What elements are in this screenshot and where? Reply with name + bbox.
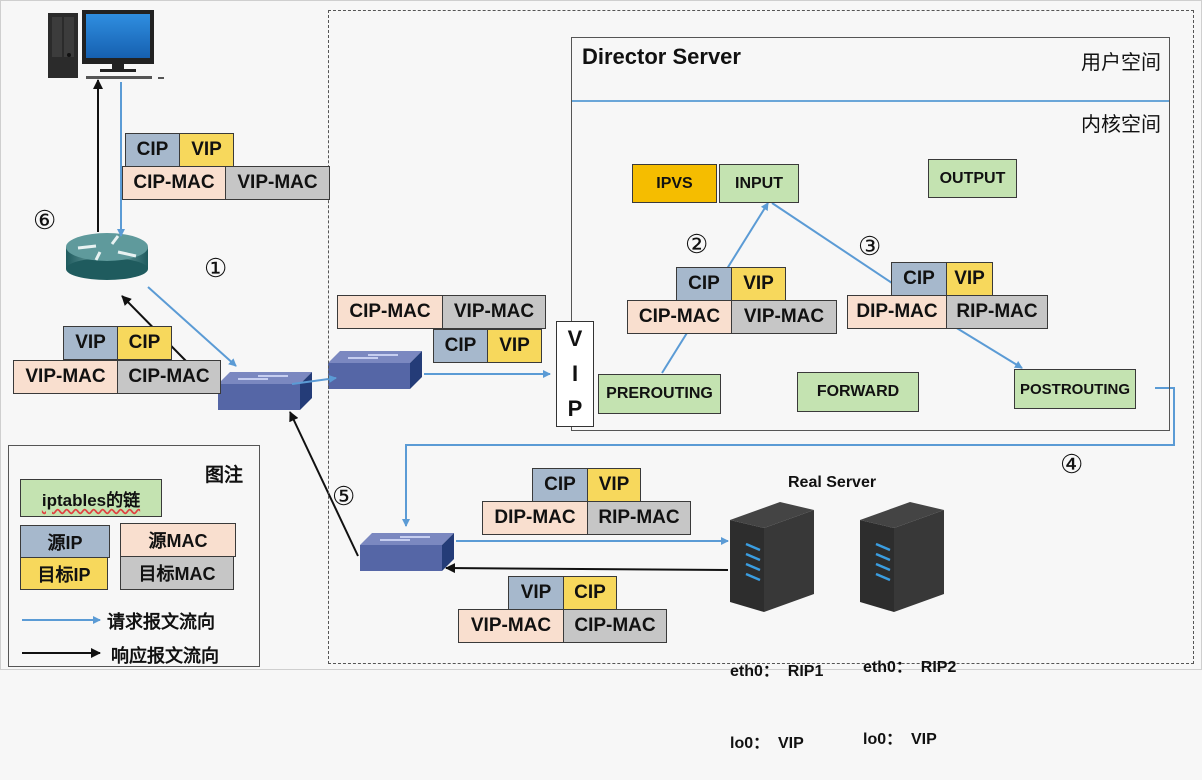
packet-dst-ip: VIP	[587, 468, 641, 502]
real-server-2-info: eth0： RIP2 lo0： VIP	[863, 608, 956, 776]
real-server-title: Real Server	[788, 474, 877, 491]
legend-response-label: 响应报文流向	[111, 646, 219, 667]
lvs-cluster-boundary	[328, 10, 1194, 664]
legend-dst-ip: 目标IP	[20, 557, 108, 590]
packet-dst-mac: CIP-MAC	[117, 360, 221, 394]
real-server-2-lo0: lo0： VIP	[863, 731, 937, 748]
vip-interface: V I P	[556, 321, 594, 427]
real-server-1-lo0: lo0： VIP	[730, 735, 804, 752]
packet-dst-ip: VIP	[487, 329, 542, 363]
packet-src-ip: CIP	[433, 329, 488, 363]
legend-title: 图注	[204, 464, 243, 486]
legend-dst-mac: 目标MAC	[120, 556, 234, 590]
packet-dst-mac: VIP-MAC	[225, 166, 330, 200]
step-1-marker: ①	[204, 254, 228, 284]
vip-letter: V	[567, 326, 583, 352]
legend-chain-label: iptables的链	[41, 490, 141, 510]
packet-dst-mac: RIP-MAC	[946, 295, 1048, 329]
real-server-2-eth0: eth0： RIP2	[863, 659, 957, 676]
director-title: Director Server	[582, 44, 741, 69]
legend-chain: iptables的链	[20, 479, 162, 517]
vip-letter: I	[571, 360, 579, 386]
step-4-marker: ④	[1060, 450, 1084, 480]
packet-src-ip: VIP	[508, 576, 564, 610]
real-server-1-info: eth0： RIP1 lo0： VIP	[730, 612, 823, 780]
chain-forward: FORWARD	[797, 372, 919, 412]
step-2-marker: ②	[685, 230, 709, 260]
legend: 图注 iptables的链 源IP 目标IP 源MAC 目标MAC 请求报文流向…	[8, 445, 260, 667]
director-server: Director Server 用户空间 内核空间	[571, 37, 1170, 431]
space-divider	[572, 100, 1169, 102]
packet-dst-mac: RIP-MAC	[587, 501, 691, 535]
packet-dst-ip: CIP	[117, 326, 172, 360]
packet-dst-mac: VIP-MAC	[442, 295, 546, 329]
vip-letter: P	[567, 395, 583, 421]
step-3-marker: ③	[858, 232, 882, 262]
step-6-marker: ⑥	[33, 206, 57, 236]
packet-src-mac: DIP-MAC	[482, 501, 588, 535]
packet-src-mac: VIP-MAC	[458, 609, 564, 643]
user-space-label: 用户空间	[1081, 50, 1161, 74]
packet-dst-mac: VIP-MAC	[731, 300, 837, 334]
chain-ipvs: IPVS	[632, 164, 717, 203]
real-server-1-eth0: eth0： RIP1	[730, 663, 824, 680]
kernel-space-label: 内核空间	[1081, 112, 1161, 136]
legend-request-label: 请求报文流向	[107, 612, 215, 633]
chain-output: OUTPUT	[928, 159, 1017, 198]
chain-postrouting: POSTROUTING	[1014, 369, 1136, 409]
packet-src-ip: CIP	[891, 262, 947, 296]
packet-src-mac: DIP-MAC	[847, 295, 947, 329]
legend-src-ip: 源IP	[20, 525, 110, 558]
packet-src-mac: VIP-MAC	[13, 360, 118, 394]
packet-src-mac: CIP-MAC	[627, 300, 732, 334]
packet-dst-ip: VIP	[946, 262, 993, 296]
packet-dst-mac: CIP-MAC	[563, 609, 667, 643]
packet-src-ip: CIP	[125, 133, 180, 167]
chain-input: INPUT	[719, 164, 799, 203]
packet-src-mac: CIP-MAC	[122, 166, 226, 200]
packet-src-mac: CIP-MAC	[337, 295, 443, 329]
packet-src-ip: VIP	[63, 326, 118, 360]
packet-dst-ip: CIP	[563, 576, 617, 610]
packet-src-ip: CIP	[532, 468, 588, 502]
legend-src-mac: 源MAC	[120, 523, 236, 557]
packet-dst-ip: VIP	[731, 267, 786, 301]
chain-prerouting: PREROUTING	[598, 374, 721, 414]
packet-dst-ip: VIP	[179, 133, 234, 167]
step-5-marker: ⑤	[332, 482, 356, 512]
packet-src-ip: CIP	[676, 267, 732, 301]
